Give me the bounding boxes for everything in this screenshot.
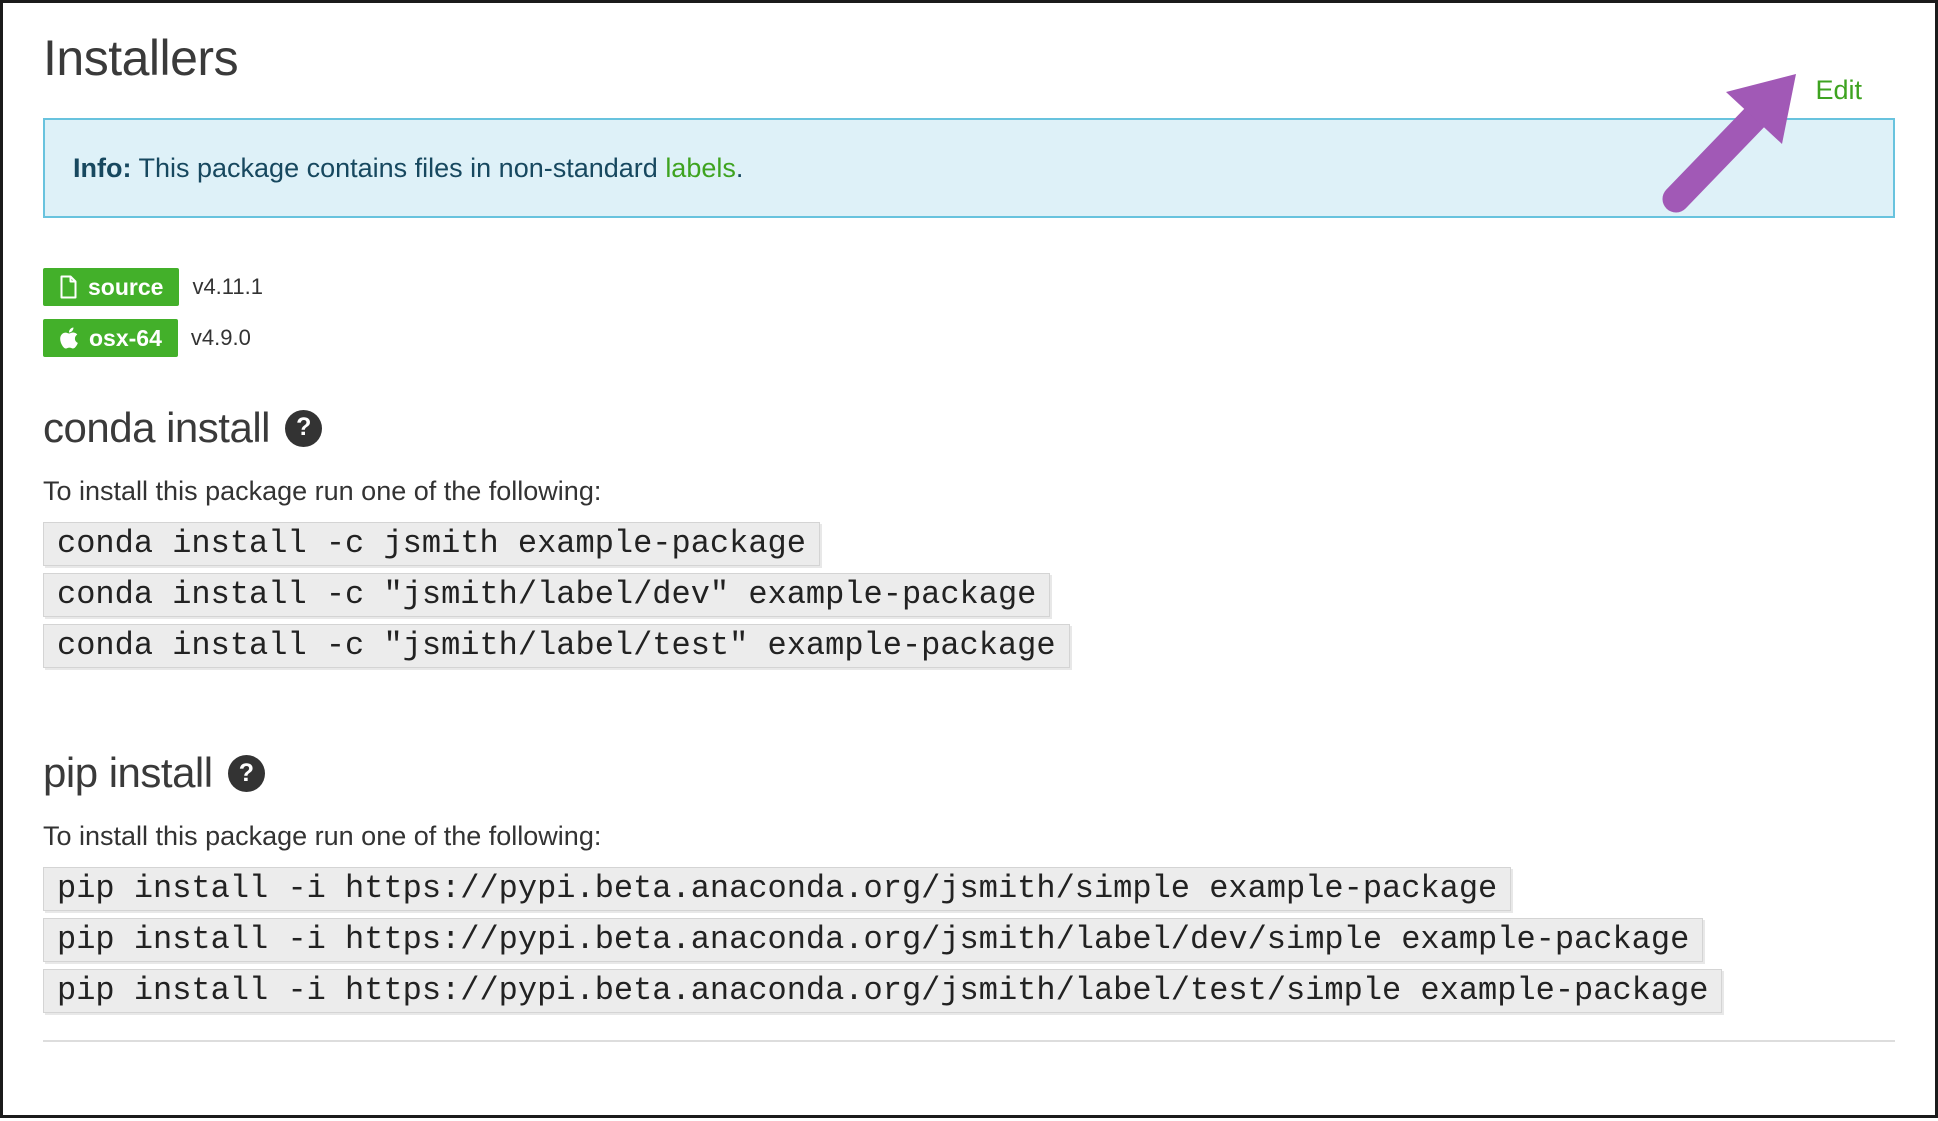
edit-link[interactable]: Edit	[1815, 75, 1862, 105]
version-label: v4.9.0	[190, 325, 251, 350]
badge-label: osx-64	[89, 324, 162, 351]
version-label: v4.11.1	[192, 274, 263, 299]
apple-icon	[59, 326, 79, 350]
labels-link[interactable]: labels	[665, 152, 736, 183]
conda-command: conda install -c jsmith example-package	[43, 522, 820, 567]
pip-command: pip install -i https://pypi.beta.anacond…	[43, 918, 1704, 963]
help-icon[interactable]: ?	[284, 409, 322, 447]
badge-label: source	[88, 273, 164, 300]
info-label: Info:	[73, 152, 132, 183]
info-suffix: .	[735, 152, 744, 183]
conda-command: conda install -c "jsmith/label/test" exa…	[43, 624, 1070, 669]
pip-install-section: pip install ? To install this package ru…	[43, 749, 1895, 1014]
conda-intro-text: To install this package run one of the f…	[43, 476, 602, 507]
file-icon	[59, 275, 78, 299]
platform-badges: source v4.11.1 osx-64 v4.9.0	[43, 268, 1895, 357]
conda-install-title: conda install	[43, 404, 270, 451]
bottom-divider	[43, 1040, 1895, 1043]
pip-command: pip install -i https://pypi.beta.anacond…	[43, 969, 1723, 1014]
page-content: Installers Edit Info: This package conta…	[3, 30, 1935, 1043]
page-title: Installers	[43, 30, 239, 86]
osx-badge[interactable]: osx-64	[43, 319, 178, 357]
conda-install-heading: conda install ?	[43, 404, 1895, 451]
info-banner: Info: This package contains files in non…	[43, 118, 1895, 218]
pip-command: pip install -i https://pypi.beta.anacond…	[43, 867, 1512, 912]
info-banner-text: Info: This package contains files in non…	[73, 153, 743, 184]
pip-install-heading: pip install ?	[43, 749, 1895, 797]
badge-row-source: source v4.11.1	[43, 268, 1895, 306]
info-text: This package contains files in non-stand…	[131, 152, 666, 183]
conda-command: conda install -c "jsmith/label/dev" exam…	[43, 573, 1051, 618]
conda-install-section: conda install ? To install this package …	[43, 404, 1895, 669]
pip-install-title: pip install	[43, 749, 213, 797]
badge-row-osx: osx-64 v4.9.0	[43, 319, 1895, 357]
help-icon[interactable]: ?	[227, 754, 265, 792]
pip-intro-text: To install this package run one of the f…	[43, 821, 602, 852]
source-badge[interactable]: source	[43, 268, 180, 306]
